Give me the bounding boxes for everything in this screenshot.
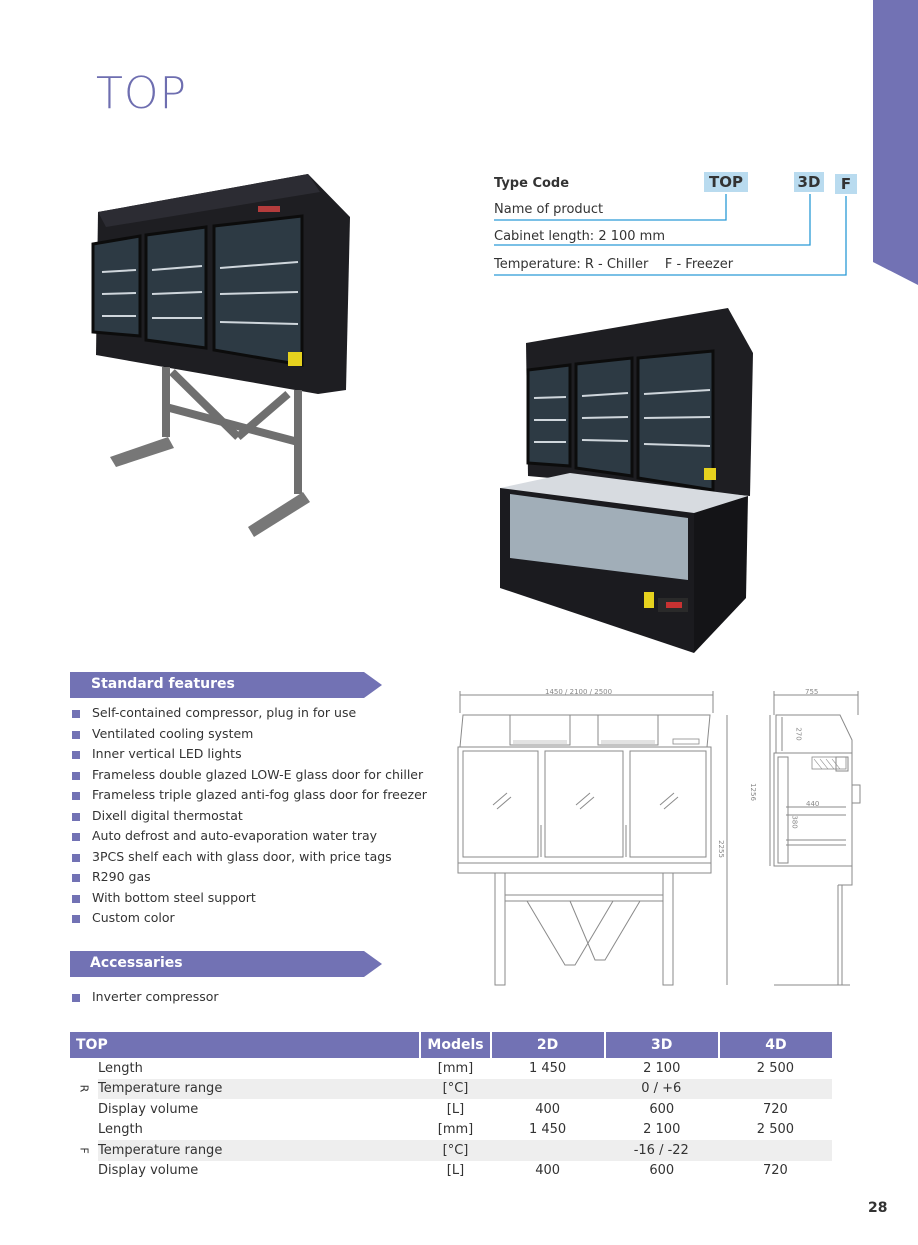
table-row: Display volume [L] 400 600 720 bbox=[98, 1163, 788, 1179]
type-code-product: TOP bbox=[704, 172, 748, 192]
table-row: Temperature range [°C] -16 / -22 bbox=[70, 1140, 832, 1161]
standard-features-heading-bar bbox=[70, 672, 382, 698]
side-tab-decoration bbox=[873, 0, 918, 285]
bullet-icon bbox=[72, 994, 80, 1002]
type-code-temperature: F bbox=[835, 174, 857, 194]
standard-features-heading: Standard features bbox=[91, 676, 235, 692]
page-title: TOP bbox=[96, 68, 188, 119]
dim-front-width: 1450 / 2100 / 2500 bbox=[545, 688, 613, 696]
table-row: R Length [mm] 1 450 2 100 2 500 bbox=[70, 1058, 832, 1093]
list-item: Dixell digital thermostat bbox=[72, 806, 427, 827]
dim-440: 440 bbox=[806, 800, 820, 808]
list-item: Self-contained compressor, plug in for u… bbox=[72, 703, 427, 724]
bullet-icon bbox=[72, 915, 80, 923]
technical-drawing-side bbox=[769, 691, 861, 986]
spec-table: TOP Models 2D 3D 4D R Length [mm] 1 450 … bbox=[70, 1032, 832, 1181]
type-code-label: Type Code bbox=[494, 176, 570, 191]
product-photo-top-on-stand bbox=[91, 174, 350, 537]
header-4d: 4D bbox=[718, 1032, 832, 1058]
bullet-icon bbox=[72, 792, 80, 800]
bullet-icon bbox=[72, 853, 80, 862]
standard-features-list: Self-contained compressor, plug in for u… bbox=[72, 703, 427, 929]
type-code-block: Type Code TOP 3D F Name of product Cabin… bbox=[494, 172, 864, 282]
spec-table-header: TOP Models 2D 3D 4D bbox=[70, 1032, 832, 1058]
list-item: Inverter compressor bbox=[72, 987, 219, 1008]
accessaries-heading: Accessaries bbox=[90, 955, 183, 971]
bullet-icon bbox=[72, 874, 80, 882]
group-code-r: R bbox=[77, 1084, 91, 1093]
type-code-length: 3D bbox=[794, 172, 824, 192]
bullet-icon bbox=[72, 833, 80, 841]
list-item: Custom color bbox=[72, 908, 427, 929]
dim-380: 380 bbox=[790, 815, 799, 829]
dim-270: 270 bbox=[794, 727, 803, 741]
table-row: Temperature range [°C] 0 / +6 bbox=[70, 1078, 832, 1099]
type-code-line-length: Cabinet length: 2 100 mm bbox=[494, 229, 665, 244]
table-row: Display volume [L] 400 600 720 bbox=[98, 1101, 788, 1117]
header-models: Models bbox=[420, 1032, 492, 1058]
dim-side-height: 1256 bbox=[748, 783, 757, 801]
accessaries-list: Inverter compressor bbox=[72, 987, 219, 1008]
list-item: Inner vertical LED lights bbox=[72, 744, 427, 765]
technical-drawing-front bbox=[457, 691, 728, 986]
page-number: 28 bbox=[868, 1200, 888, 1216]
dim-front-height: 2255 bbox=[716, 840, 725, 858]
header-2d: 2D bbox=[490, 1032, 606, 1058]
group-code-f: F bbox=[77, 1147, 91, 1154]
list-item: Auto defrost and auto-evaporation water … bbox=[72, 826, 427, 847]
bullet-icon bbox=[72, 751, 80, 759]
list-item: Frameless triple glazed anti-fog glass d… bbox=[72, 785, 427, 806]
list-item: With bottom steel support bbox=[72, 888, 427, 909]
table-row: F Length [mm] 1 450 2 100 2 500 bbox=[70, 1120, 832, 1153]
bullet-icon bbox=[72, 894, 80, 903]
accessaries-heading-bar bbox=[70, 951, 382, 977]
header-model-name: TOP bbox=[70, 1032, 422, 1058]
bullet-icon bbox=[72, 812, 80, 821]
list-item: Ventilated cooling system bbox=[72, 724, 427, 745]
dim-side-depth: 755 bbox=[805, 688, 819, 696]
bullet-icon bbox=[72, 730, 80, 739]
header-3d: 3D bbox=[604, 1032, 720, 1058]
type-code-connector-lines bbox=[494, 194, 847, 276]
bullet-icon bbox=[72, 710, 80, 718]
type-code-line-temperature: Temperature: R - Chiller F - Freezer bbox=[494, 257, 734, 272]
list-item: R290 gas bbox=[72, 867, 427, 888]
product-photo-top-on-freezer bbox=[500, 308, 753, 653]
bullet-icon bbox=[72, 771, 80, 780]
list-item: 3PCS shelf each with glass door, with pr… bbox=[72, 847, 427, 868]
type-code-line-name: Name of product bbox=[494, 202, 604, 217]
list-item: Frameless double glazed LOW-E glass door… bbox=[72, 765, 427, 786]
